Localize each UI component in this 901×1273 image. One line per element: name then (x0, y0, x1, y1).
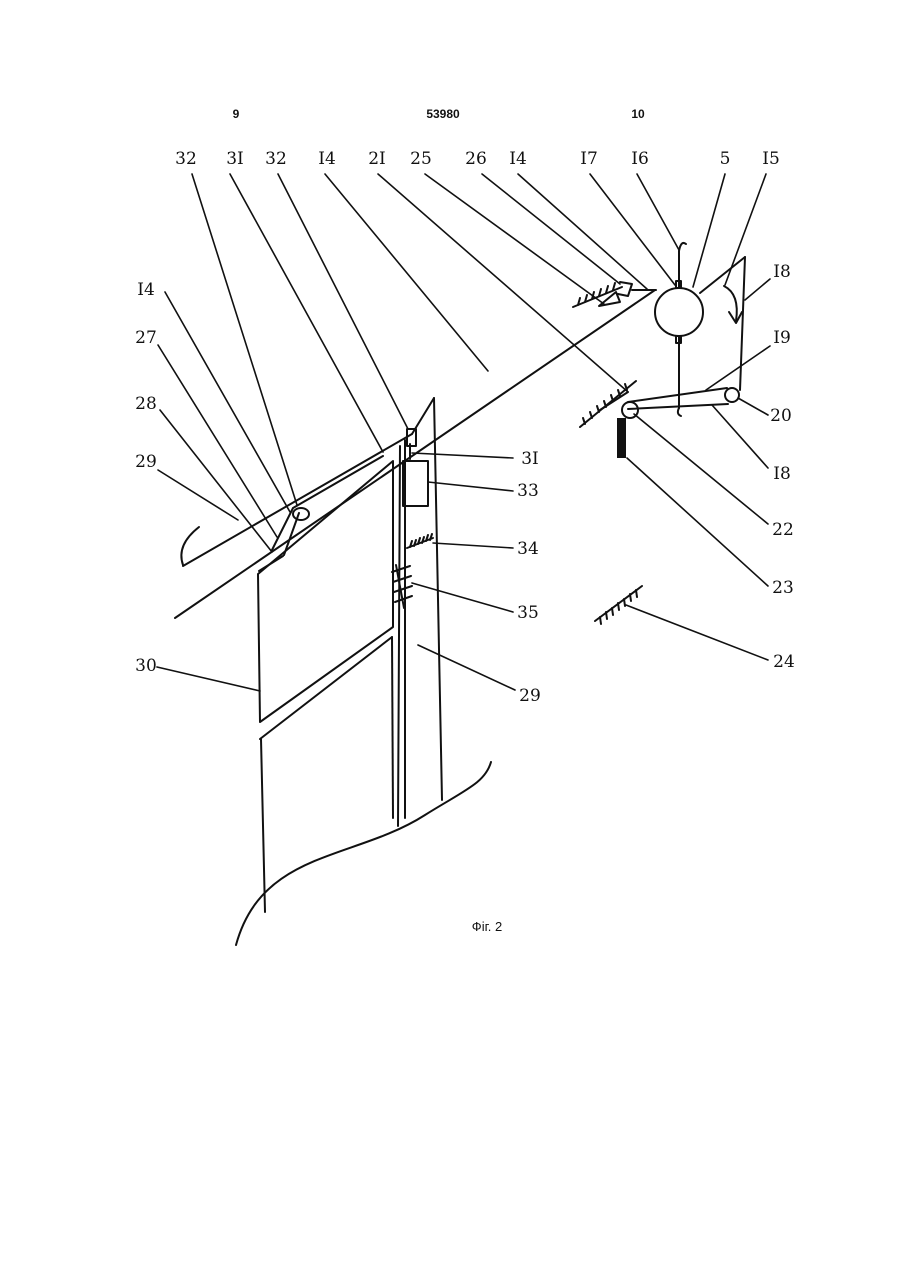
hatch-24-tick (600, 617, 601, 624)
leader-23 (627, 458, 768, 586)
label-5: 5 (720, 149, 731, 169)
break-curve-bottom (236, 762, 491, 945)
leader-18b (712, 405, 768, 468)
panel-right-edge (434, 398, 442, 800)
label-24: 24 (773, 652, 795, 672)
label-21: 2I (368, 149, 386, 169)
label-23: 23 (772, 578, 794, 598)
hatch-24-tick (630, 594, 631, 601)
leader-33 (428, 482, 513, 491)
label-17: I7 (580, 149, 598, 169)
lower-door-right-edge (392, 637, 393, 818)
hatch-24-tick (618, 603, 619, 610)
cable-15 (700, 257, 745, 293)
hatch-24-tick (636, 590, 637, 597)
leader-35 (412, 583, 513, 612)
spring-35-bar (392, 566, 410, 572)
label-20: 20 (770, 406, 792, 426)
hatch-24-tick (612, 608, 613, 615)
block-33 (403, 461, 428, 506)
hatch-21-tick (590, 412, 592, 418)
hatch-21-base (580, 381, 636, 427)
lower-door-left-edge (261, 739, 265, 912)
carriage-roller (293, 508, 309, 520)
leader-27 (158, 345, 277, 537)
label-26: 26 (465, 149, 487, 169)
leader-26 (482, 174, 620, 284)
leader-20 (738, 398, 768, 415)
leader-32a (192, 174, 297, 505)
hanger-16-hook (679, 243, 686, 251)
belt-upper-run (628, 388, 727, 402)
guide-rail-lower (175, 290, 655, 618)
label-22: 22 (772, 520, 794, 540)
label-30: 30 (135, 656, 157, 676)
label-18b: I8 (773, 464, 791, 484)
label-15: I5 (762, 149, 780, 169)
belt-18-vertical (740, 257, 745, 390)
label-29b: 29 (519, 686, 541, 706)
label-14a: I4 (318, 149, 336, 169)
label-18a: I8 (773, 262, 791, 282)
label-16: I6 (631, 149, 649, 169)
label-25: 25 (410, 149, 432, 169)
carriage-arm (272, 456, 383, 550)
label-28: 28 (135, 394, 157, 414)
weight-23 (617, 418, 626, 458)
guide-rail-upper (183, 434, 412, 566)
label-27: 27 (135, 328, 157, 348)
spring-35-bar (393, 576, 411, 582)
leader-5 (693, 174, 725, 287)
lower-door-top-edge (260, 637, 392, 739)
leader-31b (412, 453, 513, 458)
hatch-24-tick (624, 599, 625, 606)
pulley-5 (655, 288, 703, 336)
leader-22 (634, 414, 768, 524)
leader-29b (418, 645, 515, 690)
leader-24 (626, 605, 768, 660)
tension-line-end (678, 408, 681, 416)
leader-14c (165, 292, 290, 512)
leader-32b (278, 174, 408, 429)
spring-35-bar (394, 586, 412, 592)
leader-29a (158, 470, 238, 520)
hatch-24-tick (606, 612, 607, 619)
label-34: 34 (517, 539, 539, 559)
upper-door-panel (258, 461, 393, 722)
leader-16 (637, 174, 679, 250)
leader-14a (325, 174, 488, 371)
figure-caption: Фіг. 2 (472, 919, 502, 934)
label-31b: 3I (521, 449, 539, 469)
label-19: I9 (773, 328, 791, 348)
hatch-21-tick (597, 406, 599, 412)
leader-19 (706, 346, 770, 390)
label-31a: 3I (226, 149, 244, 169)
leader-34 (433, 543, 513, 548)
leader-14b (518, 174, 647, 289)
label-29a: 29 (135, 452, 157, 472)
label-32b: 32 (265, 149, 287, 169)
label-35: 35 (517, 603, 539, 623)
label-33: 33 (517, 481, 539, 501)
leader-18a (745, 279, 770, 300)
leader-17 (590, 174, 675, 285)
leader-30 (157, 667, 260, 691)
label-14c: I4 (137, 280, 155, 300)
roller-20 (725, 388, 739, 402)
label-32a: 32 (175, 149, 197, 169)
panel-divider-line-inner (398, 446, 400, 826)
label-14b: I4 (509, 149, 527, 169)
